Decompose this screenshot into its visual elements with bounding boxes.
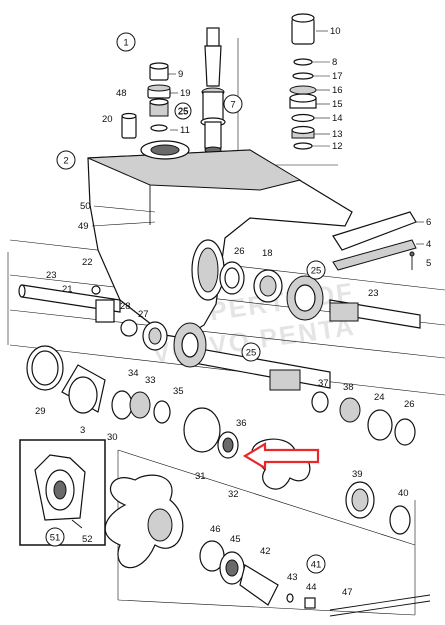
label-18: 18 (262, 248, 273, 259)
label-11: 11 (180, 125, 190, 136)
label-13: 13 (332, 129, 343, 140)
label-20: 20 (102, 114, 113, 125)
bottom-row (199, 540, 431, 617)
label-15: 15 (332, 99, 343, 110)
upper-bearing-stack (121, 62, 171, 139)
lower-row (26, 345, 416, 459)
part-labels: 9 19 48 25 11 20 10 8 17 16 15 14 13 12 … (35, 26, 431, 598)
label-49: 49 (78, 221, 89, 232)
label-6: 6 (426, 217, 431, 228)
label-36: 36 (236, 418, 247, 429)
label-10: 10 (330, 26, 341, 37)
label-8: 8 (332, 57, 337, 68)
label-5: 5 (426, 258, 431, 269)
label-22: 22 (82, 257, 93, 268)
label-25-top: 25 (178, 106, 189, 117)
label-19: 19 (180, 88, 191, 99)
label-30: 30 (107, 432, 118, 443)
label-47: 47 (342, 587, 353, 598)
label-52: 52 (82, 534, 93, 545)
circled-label-41: 41 (311, 560, 322, 571)
circled-label-7: 7 (230, 100, 235, 111)
label-46: 46 (210, 524, 221, 535)
label-29: 29 (35, 406, 46, 417)
middle-bearings (91, 261, 283, 351)
label-16: 16 (332, 85, 343, 96)
label-32: 32 (228, 489, 239, 500)
label-26-top: 26 (234, 246, 245, 257)
inset-box (19, 439, 106, 546)
label-34: 34 (128, 368, 139, 379)
circled-label-51: 51 (50, 533, 61, 544)
label-48: 48 (116, 88, 127, 99)
label-35: 35 (173, 386, 184, 397)
label-42: 42 (260, 546, 271, 557)
label-44: 44 (306, 582, 317, 593)
label-39: 39 (352, 469, 363, 480)
label-33: 33 (145, 375, 156, 386)
leader-lines (91, 30, 424, 245)
label-38: 38 (343, 382, 354, 393)
label-43: 43 (287, 572, 298, 583)
label-12: 12 (332, 141, 343, 152)
label-23-right: 23 (368, 288, 379, 299)
label-28: 28 (120, 301, 131, 312)
label-26-right: 26 (404, 399, 415, 410)
circled-labels: 1 2 7 25 25 25 41 51 (45, 32, 326, 574)
circled-label-25b: 25 (311, 266, 322, 277)
label-27: 27 (138, 309, 149, 320)
propellers (104, 438, 411, 569)
label-17: 17 (332, 71, 343, 82)
propeller-shaft (18, 284, 421, 391)
drive-shaft (200, 27, 226, 154)
label-14: 14 (332, 113, 343, 124)
circled-label-25a: 25 (178, 107, 189, 118)
circled-label-1: 1 (123, 38, 128, 49)
label-45: 45 (230, 534, 241, 545)
label-9: 9 (178, 69, 183, 80)
label-23-left: 23 (46, 270, 57, 281)
guide-lines (7, 38, 445, 616)
label-24: 24 (374, 392, 385, 403)
right-bearing-stack (289, 13, 317, 150)
label-4: 4 (426, 239, 431, 250)
label-31: 31 (195, 471, 206, 482)
label-3: 3 (80, 425, 85, 436)
highlight-arrow (242, 442, 320, 470)
label-21: 21 (62, 284, 73, 295)
label-37: 37 (318, 378, 329, 389)
label-50: 50 (80, 201, 91, 212)
label-40: 40 (398, 488, 409, 499)
gear-set (173, 275, 324, 368)
circled-label-25c: 25 (246, 348, 257, 359)
gear-housing (87, 140, 353, 339)
circled-label-2: 2 (63, 156, 68, 167)
